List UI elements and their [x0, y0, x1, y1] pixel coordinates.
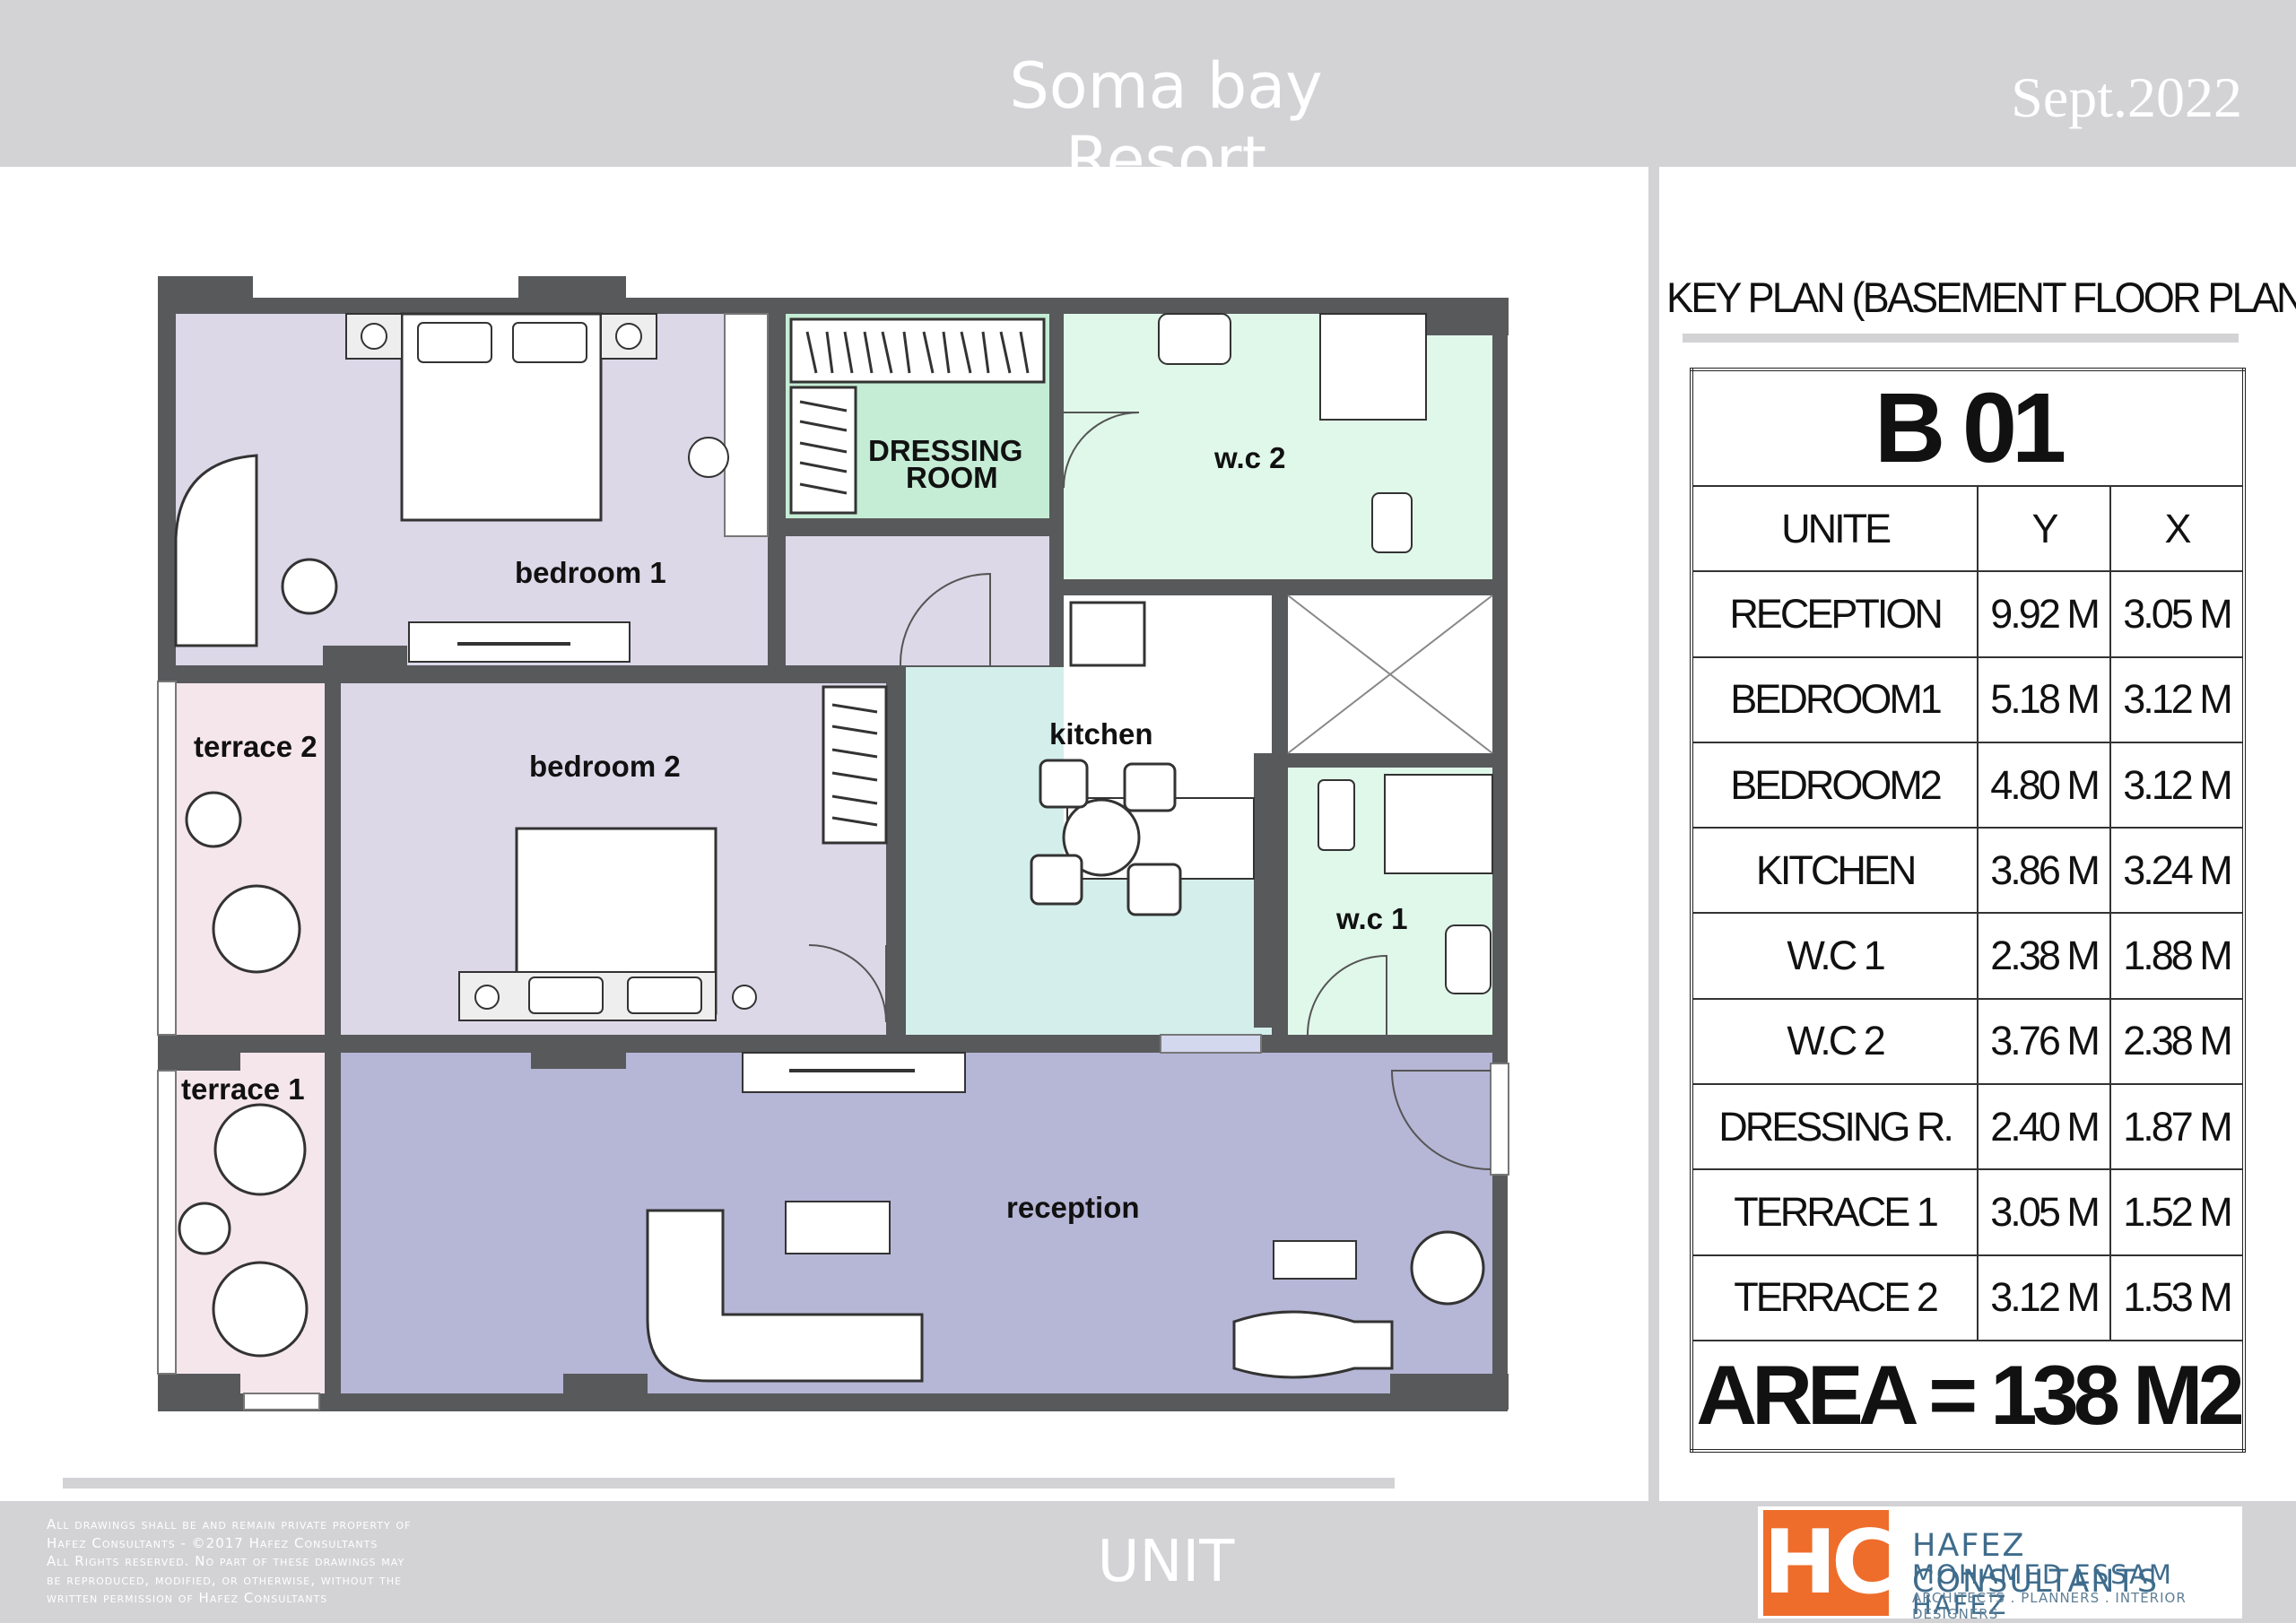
header-y: Y — [1977, 484, 2111, 573]
room-x: 1.53 M — [2109, 1254, 2246, 1342]
room-name: TERRACE 2 — [1690, 1254, 1979, 1342]
room-y: 3.76 M — [1977, 997, 2111, 1086]
room-name: KITCHEN — [1690, 827, 1979, 915]
room-y: 4.80 M — [1977, 741, 2111, 829]
label-reception: reception — [1006, 1191, 1140, 1224]
room-name: BEDROOM1 — [1690, 655, 1979, 743]
label-terrace2: terrace 2 — [194, 730, 317, 763]
kitchen-recess — [906, 667, 1064, 694]
terrace2-floor — [176, 683, 325, 1035]
room-x: 1.52 M — [2109, 1168, 2246, 1256]
key-plan-title: KEY PLAN (BASEMENT FLOOR PLAN) — [1666, 273, 2296, 321]
room-name: DRESSING R. — [1690, 1083, 1979, 1171]
drawing-date: Sept.2022 — [2011, 65, 2242, 129]
label-bedroom2: bedroom 2 — [529, 750, 681, 783]
label-wc1: w.c 1 — [1335, 902, 1408, 935]
room-x: 3.24 M — [2109, 827, 2246, 915]
label-kitchen: kitchen — [1049, 717, 1153, 751]
label-dressing-line1: DRESSING — [868, 434, 1022, 467]
hall-nook-floor — [786, 536, 1049, 665]
label-dressing-line2: ROOM — [906, 461, 998, 494]
unit-label: UNIT — [1097, 1529, 1235, 1595]
room-name: TERRACE 1 — [1690, 1168, 1979, 1256]
room-name: W.C 2 — [1690, 997, 1979, 1086]
floor-plan: bedroom 1 DRESSING ROOM w.c 2 terrace 2 … — [157, 276, 1509, 1411]
label-terrace1: terrace 1 — [181, 1072, 305, 1106]
header-unite: UNITE — [1690, 484, 1979, 573]
room-y: 3.86 M — [1977, 827, 2111, 915]
copyright-disclaimer: All drawings shall be and remain private… — [47, 1516, 412, 1606]
tv-unit-bed1 — [408, 621, 631, 663]
closet-bed1 — [724, 313, 769, 537]
room-x: 3.12 M — [2109, 655, 2246, 743]
vertical-divider — [1648, 167, 1659, 1501]
room-y: 2.38 M — [1977, 912, 2111, 1000]
label-bedroom1: bedroom 1 — [515, 556, 666, 589]
key-plan-underline — [1683, 334, 2239, 343]
company-logo: HC HAFEZ CONSULTANTS MOHAMED ESSAM HAFEZ… — [1758, 1506, 2242, 1622]
header-x: X — [2109, 484, 2246, 573]
company-name: HAFEZ CONSULTANTS — [1912, 1528, 2160, 1600]
room-x: 2.38 M — [2109, 997, 2246, 1086]
total-area: AREA = 138 M2 — [1691, 1340, 2245, 1452]
room-y: 3.12 M — [1977, 1254, 2111, 1342]
room-y: 2.40 M — [1977, 1083, 2111, 1171]
room-y: 5.18 M — [1977, 655, 2111, 743]
unit-code: B 01 — [1691, 369, 2245, 487]
label-wc2: w.c 2 — [1213, 441, 1286, 474]
header-band: Soma bay Resort Sept.2022 — [0, 0, 2296, 196]
principal-name: MOHAMED ESSAM HAFEZ — [1912, 1559, 2173, 1620]
room-x: 1.88 M — [2109, 912, 2246, 1000]
room-x: 3.05 M — [2109, 570, 2246, 658]
hc-logo-mark: HC — [1763, 1510, 1896, 1616]
room-x: 1.87 M — [2109, 1083, 2246, 1171]
plan-bottom-rule — [63, 1478, 1395, 1488]
company-tagline: ARCHITECTS . PLANNERS . INTERIOR DESIGNE… — [1912, 1590, 2187, 1622]
room-name: RECEPTION — [1690, 570, 1979, 658]
room-name: BEDROOM2 — [1690, 741, 1979, 829]
room-y: 9.92 M — [1977, 570, 2111, 658]
room-y: 3.05 M — [1977, 1168, 2111, 1256]
room-name: W.C 1 — [1690, 912, 1979, 1000]
project-title: Soma bay Resort — [1009, 49, 1323, 196]
room-x: 3.12 M — [2109, 741, 2246, 829]
